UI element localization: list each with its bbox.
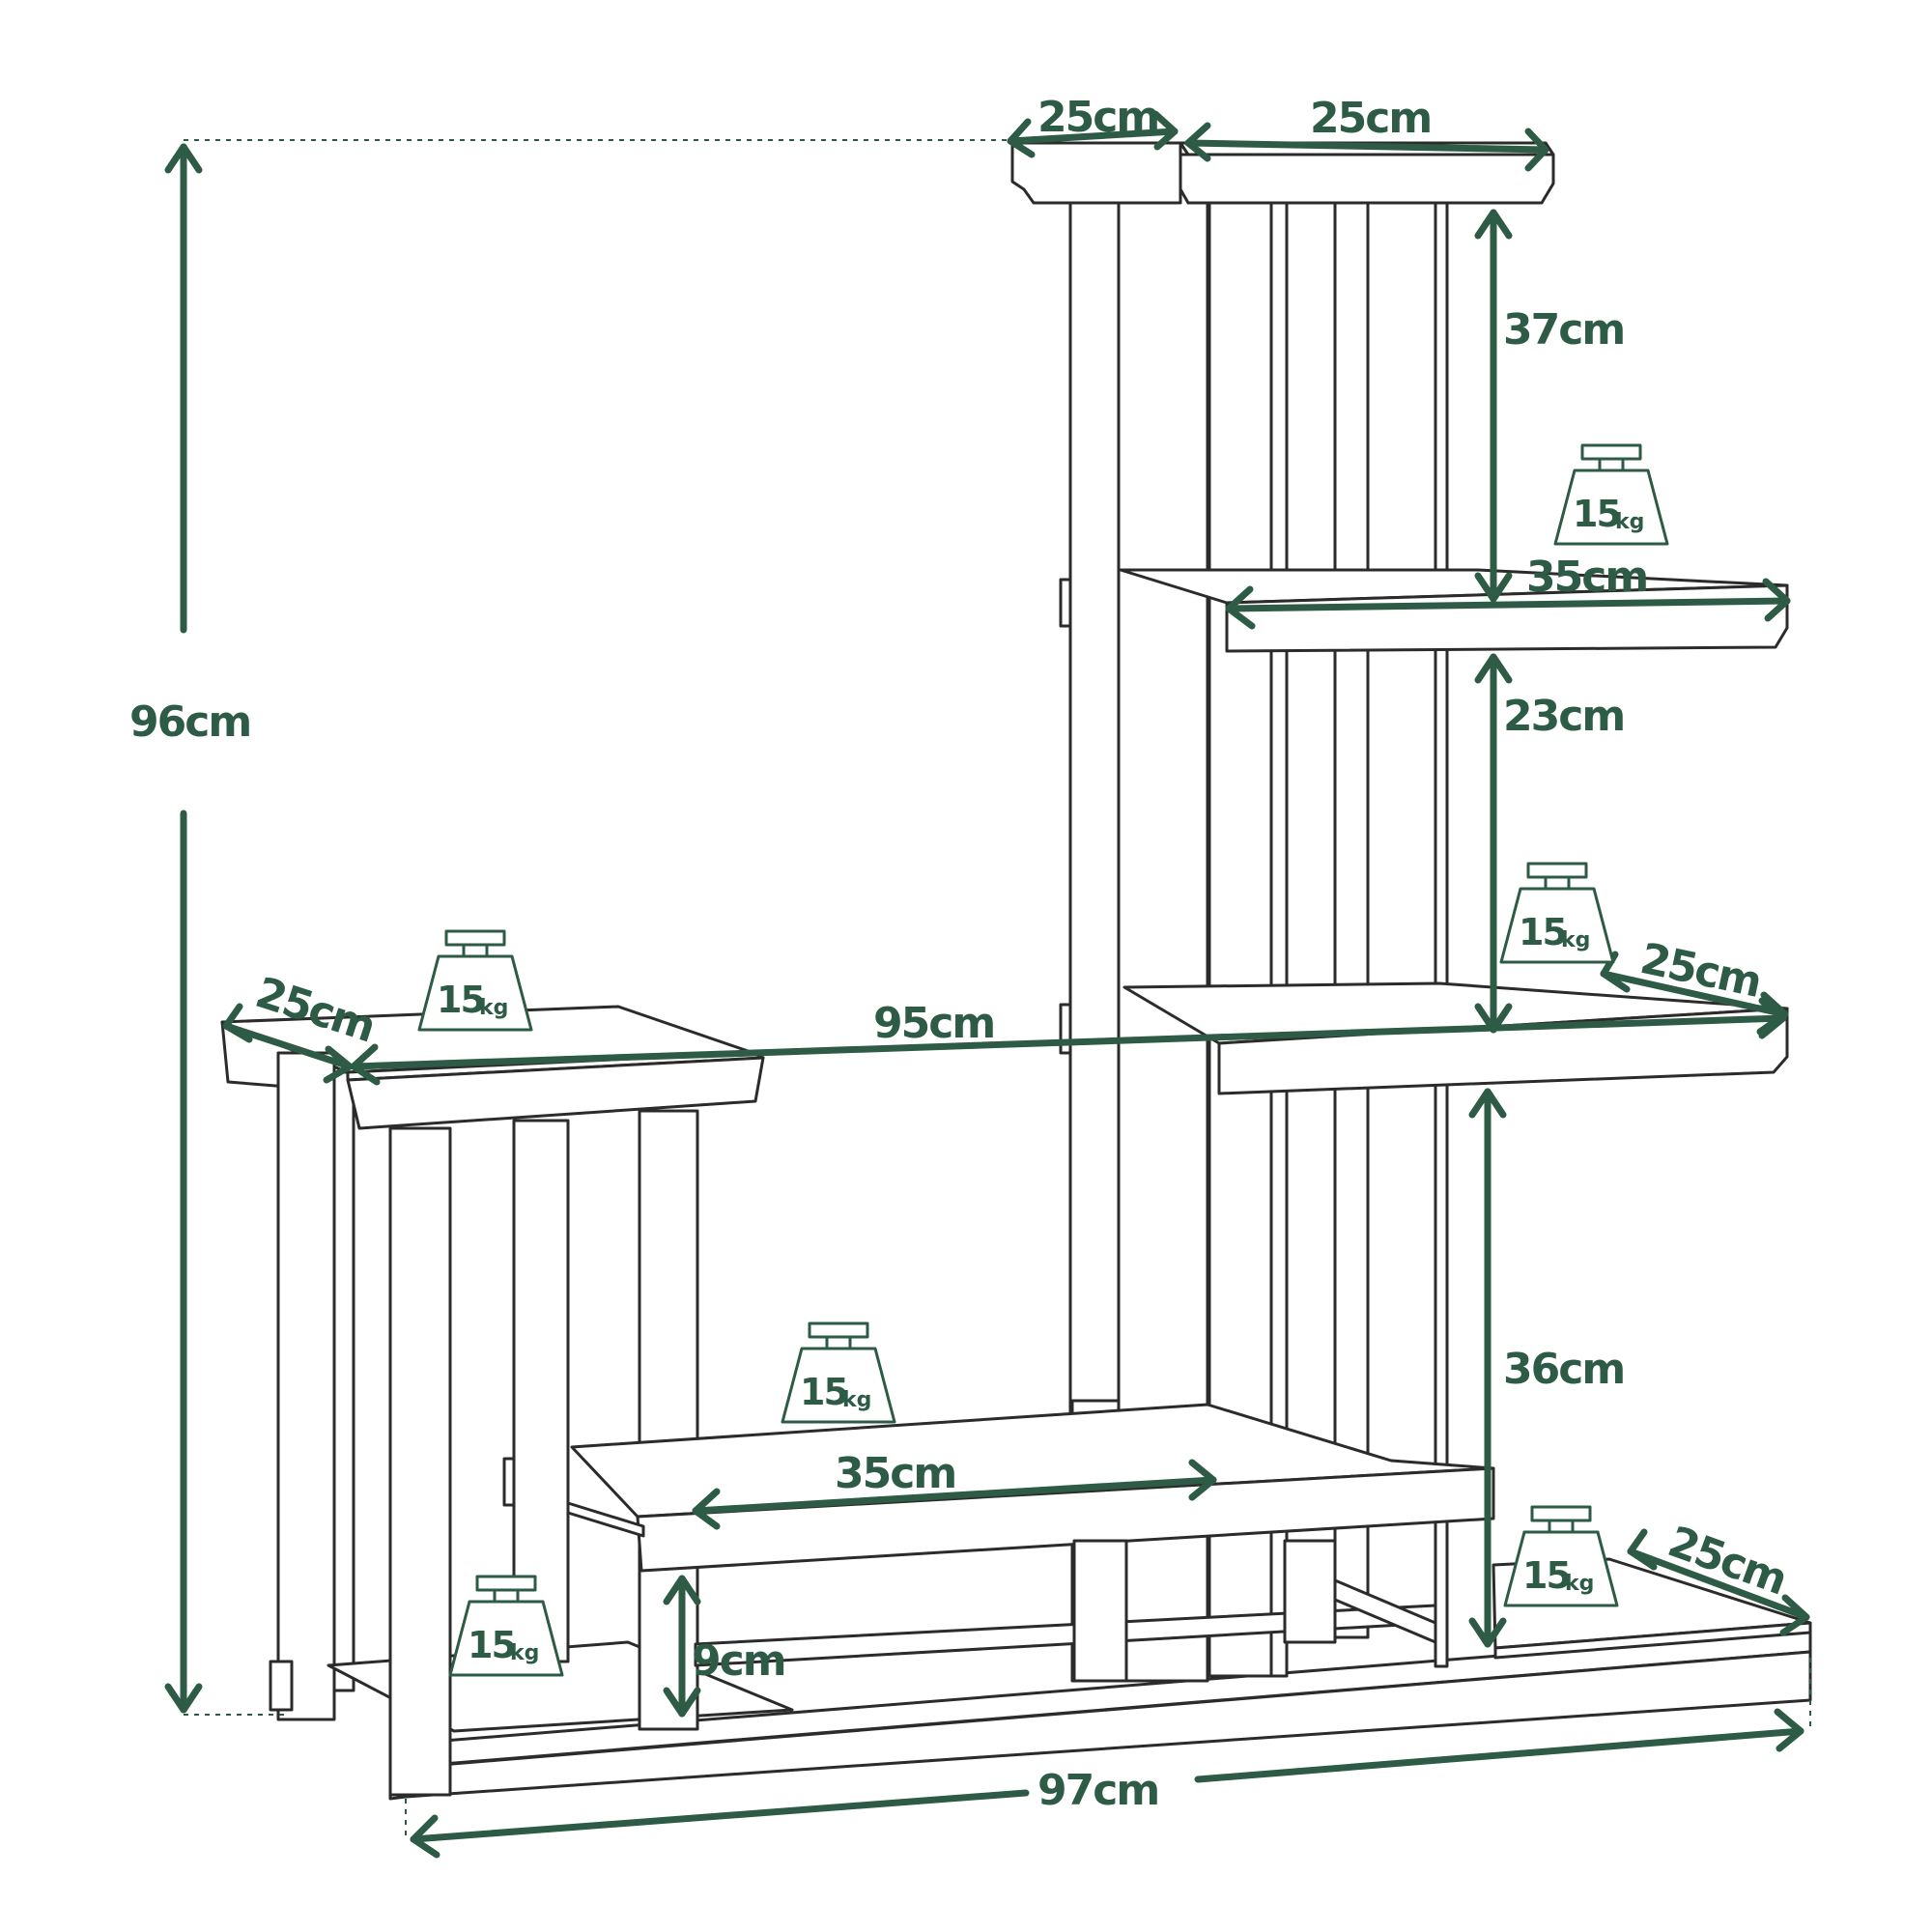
label-lower-gap: 36cm <box>1503 1345 1624 1394</box>
label-middle-gap: 23cm <box>1503 692 1624 741</box>
svg-text:15: 15 <box>800 1371 847 1413</box>
span-width-dimension <box>350 997 1787 1086</box>
svg-text:15: 15 <box>468 1624 515 1666</box>
svg-text:kg: kg <box>479 996 508 1020</box>
center-post-front <box>1068 153 1121 1451</box>
lower-post-b <box>1283 1539 1337 1644</box>
svg-text:kg: kg <box>1615 510 1644 534</box>
top-left-depth-dimension <box>1007 110 1179 158</box>
weight-icon: 15 kg <box>1499 862 1615 964</box>
tower-post-c <box>1285 196 1337 1639</box>
weight-icons: 15 kg 15 kg 15 kg 15 kg 15 <box>417 443 1669 1677</box>
label-top-right-depth: 25cm <box>1310 94 1431 143</box>
label-bottom-shelf-width: 35cm <box>835 1449 955 1498</box>
left-back-leg-a <box>276 1051 336 1721</box>
lower-post-a <box>1072 1539 1128 1683</box>
dimension-lines <box>164 110 1810 1859</box>
bottom-shelf-width-dimension <box>692 1459 1217 1530</box>
left-front-table-apron <box>346 1056 765 1130</box>
bottom-right-depth-dimension <box>1627 1528 1810 1636</box>
left-front-leg-b <box>512 1119 570 1663</box>
shelf-unit-drawing <box>220 141 1812 1801</box>
middle-shelf-front <box>1217 1007 1789 1095</box>
extension-lines <box>184 139 1811 1841</box>
weight-icon: 15 kg <box>781 1321 896 1424</box>
left-front-leg-a <box>388 1126 452 1797</box>
svg-text:kg: kg <box>510 1641 539 1665</box>
label-base-gap: 9cm <box>692 1636 785 1686</box>
svg-text:15: 15 <box>1522 1554 1570 1597</box>
lower-rail-c <box>566 1501 645 1538</box>
tower-post-d <box>1333 196 1370 1639</box>
upper-shelf-width-dimension <box>1225 578 1791 630</box>
top-right-shelf <box>1179 153 1555 205</box>
left-back-leg-b <box>269 1660 294 1712</box>
weight-icon: 15 kg <box>1503 1505 1619 1607</box>
svg-text:kg: kg <box>842 1388 871 1412</box>
left-table-depth-dimension <box>222 1003 354 1084</box>
width-dimension <box>410 1708 1804 1859</box>
svg-text:15: 15 <box>437 979 484 1021</box>
tower-post-e <box>1434 196 1449 1668</box>
weight-icon: 15 kg <box>448 1575 564 1677</box>
top-left-shelf <box>1010 141 1182 205</box>
weight-icon: 15 kg <box>417 929 533 1032</box>
top-gap-dimension <box>1474 209 1513 603</box>
center-post-clip-b <box>1059 1003 1072 1055</box>
label-total-height: 96cm <box>129 697 250 747</box>
left-table-clip <box>502 1457 516 1507</box>
weight-icon: 15 kg <box>1553 443 1669 546</box>
height-dimension <box>164 143 203 1714</box>
bottom-right-shelf-front <box>1493 1621 1812 1660</box>
svg-text:15: 15 <box>1573 493 1620 535</box>
label-top-left-depth: 25cm <box>1037 93 1158 142</box>
svg-text:kg: kg <box>1561 928 1590 952</box>
left-front-leg-c <box>638 1109 699 1731</box>
svg-text:kg: kg <box>1565 1572 1594 1596</box>
label-total-width: 97cm <box>1037 1766 1158 1815</box>
label-upper-shelf-width: 35cm <box>1526 553 1647 602</box>
label-top-gap: 37cm <box>1503 305 1624 355</box>
top-right-depth-dimension <box>1184 122 1549 172</box>
lower-shelf-top <box>570 1403 1495 1519</box>
label-span-width: 95cm <box>873 999 994 1048</box>
center-post-clip-a <box>1059 578 1072 628</box>
left-back-leg-c <box>332 1070 355 1692</box>
lower-gap-dimension <box>1468 1088 1507 1648</box>
base-gap-dimension <box>663 1575 701 1718</box>
svg-text:15: 15 <box>1519 911 1566 953</box>
